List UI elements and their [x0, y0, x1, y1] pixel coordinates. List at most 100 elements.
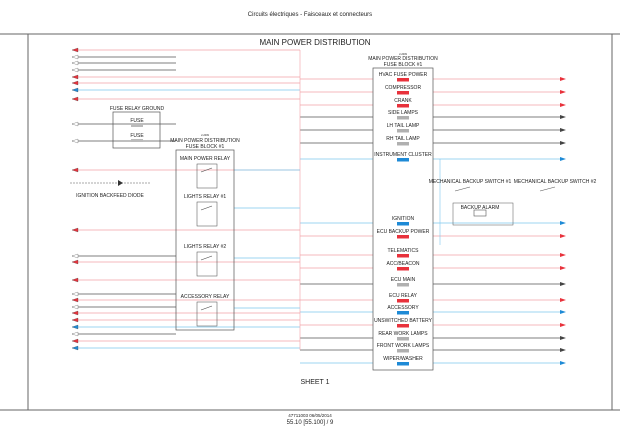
relay-contact-icon	[200, 305, 213, 311]
fuse-relay-ground-title: FUSE RELAY GROUND	[110, 106, 165, 112]
switch-2-label: MECHANICAL BACKUP SWITCH #2	[514, 179, 597, 185]
fuse-block-box	[372, 67, 434, 371]
fuse-icon	[397, 78, 409, 82]
connector-arrow-icon	[71, 331, 79, 337]
fuse-label: ACC/BEACON	[386, 261, 419, 267]
backup-alarm-label: BACKUP ALARM	[461, 205, 500, 211]
sheet-label: SHEET 1	[300, 379, 329, 386]
relay-label: LIGHTS RELAY #2	[184, 244, 227, 250]
ground-fuse-2-label: FUSE	[130, 133, 144, 139]
fuse-icon	[397, 337, 409, 341]
fuse-icon	[397, 311, 409, 315]
fuse-label: ACCESSORY	[387, 305, 419, 311]
connector-arrow-icon	[71, 304, 79, 310]
page-number: 55.10 [55.100] / 9	[286, 420, 334, 426]
relay-block-title: MAIN POWER DISTRIBUTION	[170, 138, 240, 144]
connector-arrow-icon	[71, 80, 79, 86]
relay-block-box	[175, 149, 235, 331]
connector-arrow-icon	[560, 298, 566, 302]
connector-arrow-icon	[71, 138, 79, 144]
relays: MAIN POWER RELAY LIGHTS RELAY #1 LIGHTS RE…	[180, 156, 231, 327]
relay-icon	[196, 201, 218, 227]
fuse-icon	[397, 104, 409, 108]
relay-icon	[196, 163, 218, 189]
page-header: Circuits électriques - Faisceaux et conn…	[247, 12, 373, 18]
connector-arrow-icon	[71, 167, 79, 173]
connector-arrow-icon	[560, 234, 566, 238]
relay-contact-icon	[200, 167, 213, 173]
connector-arrow-icon	[560, 348, 566, 352]
fuse-label: TELEMATICS	[387, 248, 419, 254]
diode-label: IGNITION BACKFEED DIODE	[76, 193, 144, 199]
fuse-label: CRANK	[394, 98, 412, 104]
connector-arrow-icon	[71, 259, 79, 265]
connector-arrow-icon	[71, 345, 79, 351]
fuse-icon	[397, 267, 409, 271]
connector-arrow-icon	[71, 121, 79, 127]
fuse-icon	[397, 129, 409, 133]
fuse-icon	[397, 283, 409, 287]
fuse-label: FRONT WORK LAMPS	[377, 343, 430, 349]
connector-arrow-icon	[71, 67, 79, 73]
backup-alarm-box	[452, 202, 514, 226]
diagram-title: MAIN POWER DISTRIBUTION	[259, 38, 370, 47]
relay-icon	[196, 251, 218, 277]
fuse-icon	[397, 324, 409, 328]
switch-2-icon	[539, 186, 556, 192]
fuse-label: REAR WORK LAMPS	[378, 331, 428, 337]
relay-block-subtitle: FUSE BLOCK #1	[186, 144, 225, 150]
relay-contact-icon	[200, 205, 213, 211]
connector-arrow-icon	[560, 157, 566, 161]
connector-arrow-icon	[560, 77, 566, 81]
connector-arrow-icon	[71, 87, 79, 93]
relay-label: LIGHTS RELAY #1	[184, 194, 227, 200]
connector-arrow-icon	[560, 115, 566, 119]
fuse-icon	[397, 142, 409, 146]
connector-arrow-icon	[71, 324, 79, 330]
connector-arrow-icon	[560, 141, 566, 145]
fuse-label: HVAC FUSE POWER	[379, 72, 428, 78]
switch-1-label: MECHANICAL BACKUP SWITCH #1	[429, 179, 512, 185]
connector-arrow-icon	[560, 103, 566, 107]
connector-arrow-icon	[71, 96, 79, 102]
connector-arrow-icon	[560, 221, 566, 225]
backup-alarm-icon	[473, 209, 487, 217]
connector-arrow-icon	[560, 266, 566, 270]
connector-arrow-icon	[71, 297, 79, 303]
fuse-icon	[397, 362, 409, 366]
fuse-icon	[397, 158, 409, 162]
fuse-block-ref: 2-2009	[399, 53, 407, 56]
connector-arrow-icon	[71, 54, 79, 60]
fuse-label: UNSWITCHED BATTERY	[374, 318, 433, 324]
connector-arrow-icon	[560, 253, 566, 257]
fuse-icon	[397, 222, 409, 226]
ground-fuse-1	[131, 124, 143, 127]
fuse-label: IGNITION	[392, 216, 415, 222]
relay-label: MAIN POWER RELAY	[180, 156, 231, 162]
connector-arrow-icon	[560, 128, 566, 132]
fuse-label: RH TAIL LAMP	[386, 136, 420, 142]
connector-arrow-icon	[71, 310, 79, 316]
fuse-label: ECU BACKUP POWER	[377, 229, 430, 235]
relay-contact-icon	[200, 255, 213, 261]
diode-icon	[118, 180, 123, 186]
connector-arrow-icon	[71, 291, 79, 297]
fuse-label: ECU MAIN	[391, 277, 416, 283]
fuse-icon	[397, 91, 409, 95]
fuse-icon	[397, 349, 409, 353]
connector-arrow-icon	[560, 336, 566, 340]
connector-arrow-icon	[71, 227, 79, 233]
fuse-icon	[397, 254, 409, 258]
connector-arrow-icon	[71, 74, 79, 80]
connector-arrow-icon	[71, 338, 79, 344]
connector-arrow-icon	[71, 47, 79, 53]
connector-arrow-icon	[560, 323, 566, 327]
fuse-label: ECU RELAY	[389, 293, 418, 299]
connector-arrow-icon	[560, 310, 566, 314]
fuse-icon	[397, 116, 409, 120]
fuse-label: LH TAIL LAMP	[387, 123, 420, 129]
connector-arrow-icon	[560, 361, 566, 365]
connector-arrow-icon	[560, 90, 566, 94]
wires	[71, 47, 566, 365]
